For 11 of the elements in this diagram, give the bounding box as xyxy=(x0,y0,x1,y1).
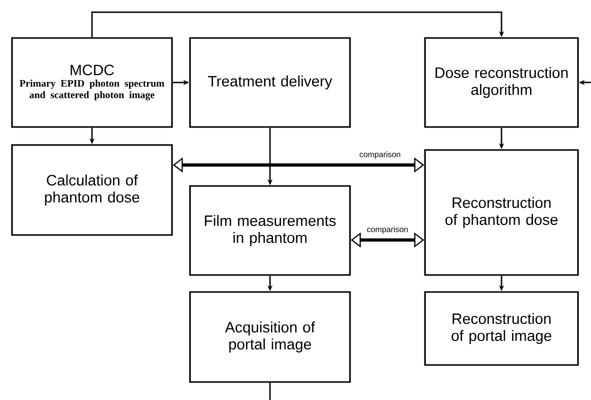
edge-label: comparison xyxy=(358,150,402,160)
process-box: Film measurements in phantom xyxy=(189,185,351,276)
arrow xyxy=(91,12,504,38)
process-box: Acquisition of portal image xyxy=(189,291,351,383)
process-box: MCDC Primary EPID photon spectrum and scattered photon image xyxy=(11,37,173,128)
process-box: Dose reconstruction algorithm xyxy=(424,37,579,128)
edge-label: comparison xyxy=(366,226,409,234)
process-box: Reconstruction of portal image xyxy=(424,291,579,366)
process-box: Calculation of phantom dose xyxy=(11,144,173,236)
process-box: Reconstruction of phantom dose xyxy=(424,149,579,276)
process-box: Treatment delivery xyxy=(189,37,351,128)
